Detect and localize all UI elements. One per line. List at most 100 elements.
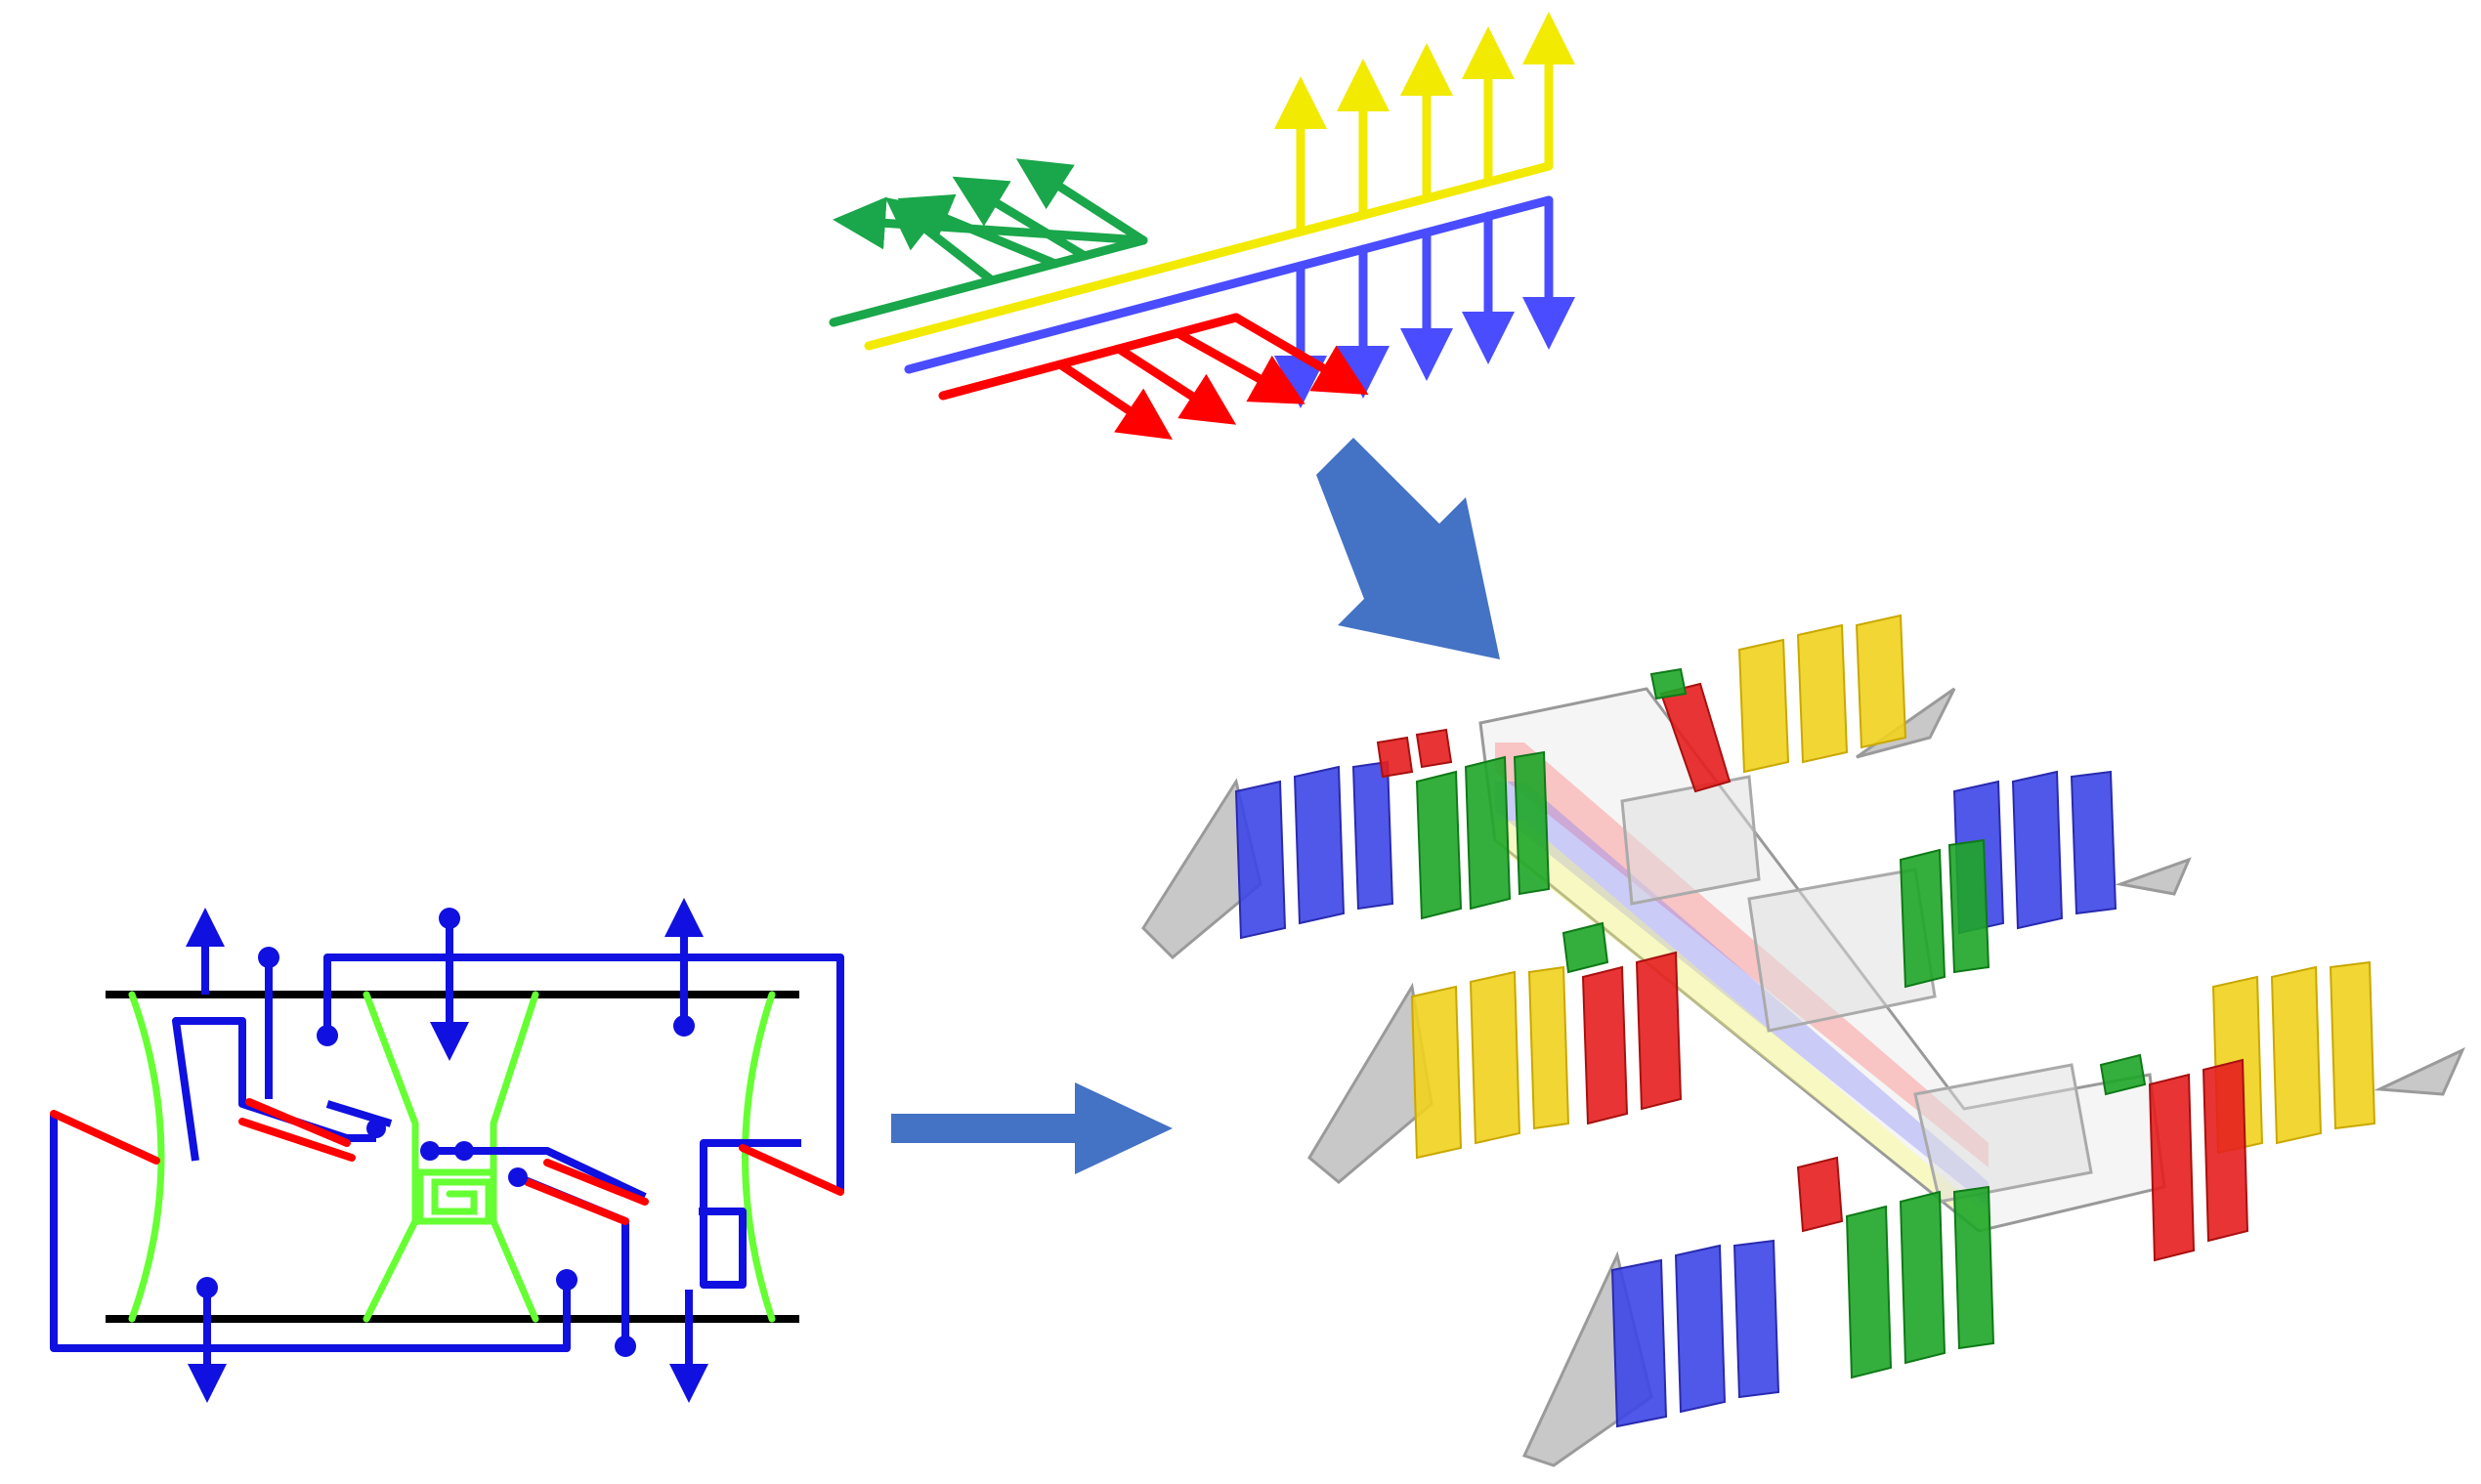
arrow-right-icon xyxy=(891,1082,1173,1174)
fin xyxy=(1796,1156,1844,1233)
center-link xyxy=(430,1147,647,1201)
fin-group-blue xyxy=(1234,760,2117,1428)
arrow-down-right-icon xyxy=(1316,438,1500,659)
fin-group-yellow xyxy=(1410,614,2376,1160)
center-lime-right xyxy=(490,991,539,1323)
red-main-line xyxy=(938,313,1241,401)
red-arrow xyxy=(1055,360,1173,441)
red-arrow xyxy=(1231,313,1369,396)
top-loop xyxy=(323,954,844,1192)
fin xyxy=(1469,970,1521,1145)
central-housing xyxy=(1478,687,2166,1236)
red-wires xyxy=(50,1098,844,1225)
green-line-group xyxy=(829,158,1148,327)
fin xyxy=(1293,765,1346,925)
red-arrow xyxy=(1114,344,1237,425)
housing-side-stripes-blue xyxy=(1495,782,1989,1207)
fin xyxy=(2099,1053,2147,1096)
fin xyxy=(1855,614,1907,749)
fin-group-red xyxy=(1376,682,2249,1262)
red-left-lead xyxy=(50,1110,160,1165)
terminal-dot xyxy=(258,947,279,968)
left-column xyxy=(172,1017,376,1162)
fin xyxy=(1610,1258,1668,1428)
fin xyxy=(1415,728,1453,769)
fin xyxy=(1899,848,1946,989)
yellow-main-line xyxy=(864,161,1554,351)
fin xyxy=(2270,965,2323,1145)
fin xyxy=(1410,985,1463,1160)
green-arrow xyxy=(952,176,1090,261)
fin xyxy=(1415,770,1463,920)
fin xyxy=(1796,623,1849,764)
housing-compartment xyxy=(1747,868,1937,1033)
housing-compartment xyxy=(1620,775,1761,906)
red-inner-b xyxy=(238,1118,356,1162)
right-lime-arc xyxy=(742,991,776,1323)
blue-main-line xyxy=(904,195,1554,374)
fin xyxy=(1635,951,1683,1111)
fin xyxy=(1527,965,1570,1130)
terminal-dot xyxy=(420,1141,440,1161)
red-inner-a xyxy=(245,1098,351,1147)
fin xyxy=(1234,780,1287,940)
lime-spiral xyxy=(411,1168,497,1225)
fin xyxy=(2011,770,2064,930)
arm-mid-right xyxy=(2115,857,2192,896)
center-lime-left xyxy=(363,991,419,1323)
fin xyxy=(1649,667,1688,700)
arm-bottom-right xyxy=(2374,1046,2466,1096)
housing-compartment xyxy=(1913,1063,2093,1204)
fin xyxy=(1659,682,1732,793)
housing-side-stripes-yellow xyxy=(1495,821,1989,1236)
green-arrow xyxy=(1015,158,1148,245)
terminal-dot xyxy=(317,1025,338,1046)
fin xyxy=(1845,1205,1893,1379)
fin xyxy=(1737,638,1790,774)
fin xyxy=(2070,770,2117,915)
left-loop xyxy=(50,1114,571,1352)
housing-side-stripes-red xyxy=(1495,742,1989,1167)
red-arrow xyxy=(1173,328,1305,404)
right-column xyxy=(699,1139,801,1289)
fin xyxy=(1732,1239,1780,1399)
terminal-dot xyxy=(439,908,460,929)
fin xyxy=(2148,1073,2196,1262)
green-arrow xyxy=(884,196,997,285)
fin xyxy=(1376,736,1414,779)
terminal-dot xyxy=(556,1269,577,1291)
blue-line-group xyxy=(904,195,1575,408)
terminal-dot xyxy=(615,1336,636,1357)
fin xyxy=(1899,1190,1946,1365)
terminal-dot xyxy=(673,1015,695,1037)
device-render xyxy=(1141,614,2466,1467)
red-center-b xyxy=(524,1178,629,1225)
terminal-dot xyxy=(508,1167,528,1187)
fin xyxy=(1674,1244,1727,1414)
terminal-dot xyxy=(366,1119,386,1138)
red-center-a xyxy=(543,1159,649,1206)
fin xyxy=(1513,750,1551,896)
yellow-line-group xyxy=(864,12,1575,351)
fin xyxy=(1947,838,1990,974)
terminal-dot xyxy=(454,1141,474,1161)
left-lime-arc xyxy=(128,991,165,1323)
fin xyxy=(2329,960,2376,1130)
red-right-lead xyxy=(739,1144,844,1196)
fin xyxy=(1464,755,1512,911)
terminal-dot xyxy=(196,1277,218,1298)
blue-wires xyxy=(50,898,844,1403)
circuit-schematic xyxy=(50,898,844,1403)
terminal-dots xyxy=(196,908,695,1357)
fin xyxy=(1581,965,1629,1125)
lime-structure xyxy=(128,991,776,1323)
fin xyxy=(1561,921,1609,974)
fin-group-green xyxy=(1415,667,2147,1379)
fin xyxy=(2202,1058,2249,1243)
fin xyxy=(1952,1185,1995,1350)
fin xyxy=(1351,760,1394,911)
red-line-group xyxy=(938,313,1369,441)
direction-bundle xyxy=(829,12,1575,441)
